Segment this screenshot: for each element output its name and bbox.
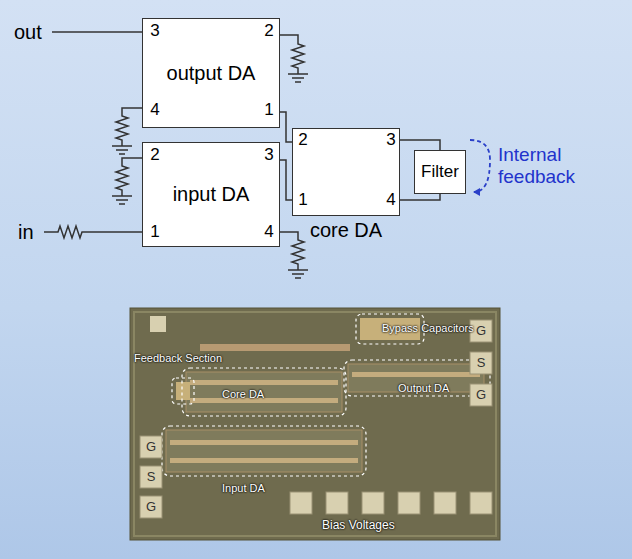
pin-label: out xyxy=(14,21,50,44)
bond-pad xyxy=(290,492,312,514)
box-label: core DA xyxy=(310,219,382,242)
ground-symbol xyxy=(112,196,132,204)
core-line xyxy=(186,372,342,412)
pin-label: 1 xyxy=(296,190,310,210)
resistor-symbol xyxy=(44,226,142,238)
pin-label: 4 xyxy=(384,190,398,210)
resistor-symbol xyxy=(116,158,142,196)
bond-pads xyxy=(140,320,492,518)
signal-connector xyxy=(400,194,440,200)
pin-label: Internal feedback xyxy=(498,144,608,188)
region-label: Output DA xyxy=(398,382,478,395)
region-label: Feedback Section xyxy=(134,352,244,365)
pin-label: 2 xyxy=(261,21,277,41)
pin-label: 3 xyxy=(147,21,163,41)
pin-label: 1 xyxy=(261,100,277,120)
region-outlines xyxy=(162,314,490,476)
pin-label: 1 xyxy=(147,222,163,242)
pad-label: G xyxy=(140,436,162,458)
amplifier-box: output DA xyxy=(142,18,280,128)
ground-symbol xyxy=(288,74,308,82)
input-line xyxy=(166,430,362,472)
resistor-symbol xyxy=(280,232,304,270)
region-label: Bypass Capacitors xyxy=(382,322,492,335)
trace xyxy=(352,372,480,377)
box-label: Filter xyxy=(421,162,459,182)
region-outline xyxy=(344,360,490,396)
bond-pad xyxy=(140,436,162,458)
trace xyxy=(190,380,338,385)
amplifier-box: core DA xyxy=(292,128,400,216)
region-label: Core DA xyxy=(222,388,302,401)
pad-label: S xyxy=(470,352,492,374)
signal-connector xyxy=(400,140,440,150)
bond-pad xyxy=(362,492,384,514)
signal-connector xyxy=(280,112,292,142)
pad-label: G xyxy=(140,496,162,518)
pin-label: 2 xyxy=(147,145,163,165)
chip-die xyxy=(130,308,500,540)
region-outline xyxy=(162,426,366,476)
chip-photo xyxy=(130,308,500,540)
chip-ring xyxy=(134,312,496,536)
region-outline xyxy=(182,368,346,416)
pin-label: 2 xyxy=(296,130,310,150)
trace xyxy=(200,344,350,351)
ground-symbol xyxy=(112,146,132,154)
pad-label: G xyxy=(470,320,492,342)
pin-label: in xyxy=(18,221,44,244)
bond-pad xyxy=(470,352,492,374)
bond-pad xyxy=(140,496,162,518)
feedback-arrow xyxy=(470,140,490,192)
bond-pad xyxy=(470,492,492,514)
region-label: Bias Voltages xyxy=(322,519,442,533)
pad-label: S xyxy=(140,466,162,488)
trace xyxy=(170,458,358,463)
bond-pad xyxy=(140,466,162,488)
ground-symbol xyxy=(288,270,308,278)
resistor-symbol xyxy=(116,108,142,146)
bond-pad xyxy=(326,492,348,514)
box-label: input DA xyxy=(173,183,250,206)
box-label: output DA xyxy=(167,62,256,85)
signal-connector xyxy=(280,160,292,200)
bond-pad xyxy=(470,384,492,406)
amplifier-box: input DA xyxy=(142,142,280,247)
bond-pad xyxy=(398,492,420,514)
pin-label: 3 xyxy=(384,130,398,150)
pad-label: G xyxy=(470,384,492,406)
feedback-section xyxy=(176,382,190,400)
pin-label: 4 xyxy=(147,100,163,120)
region-label: Input DA xyxy=(222,482,302,495)
pin-label: 3 xyxy=(261,145,277,165)
signal-wire xyxy=(52,31,142,33)
bond-pad xyxy=(150,316,166,332)
pin-label: 4 xyxy=(261,222,277,242)
resistor-symbol xyxy=(280,35,304,74)
bond-pad xyxy=(434,492,456,514)
filter-box: Filter xyxy=(414,150,466,194)
trace xyxy=(170,440,358,445)
region-outline xyxy=(172,378,194,404)
